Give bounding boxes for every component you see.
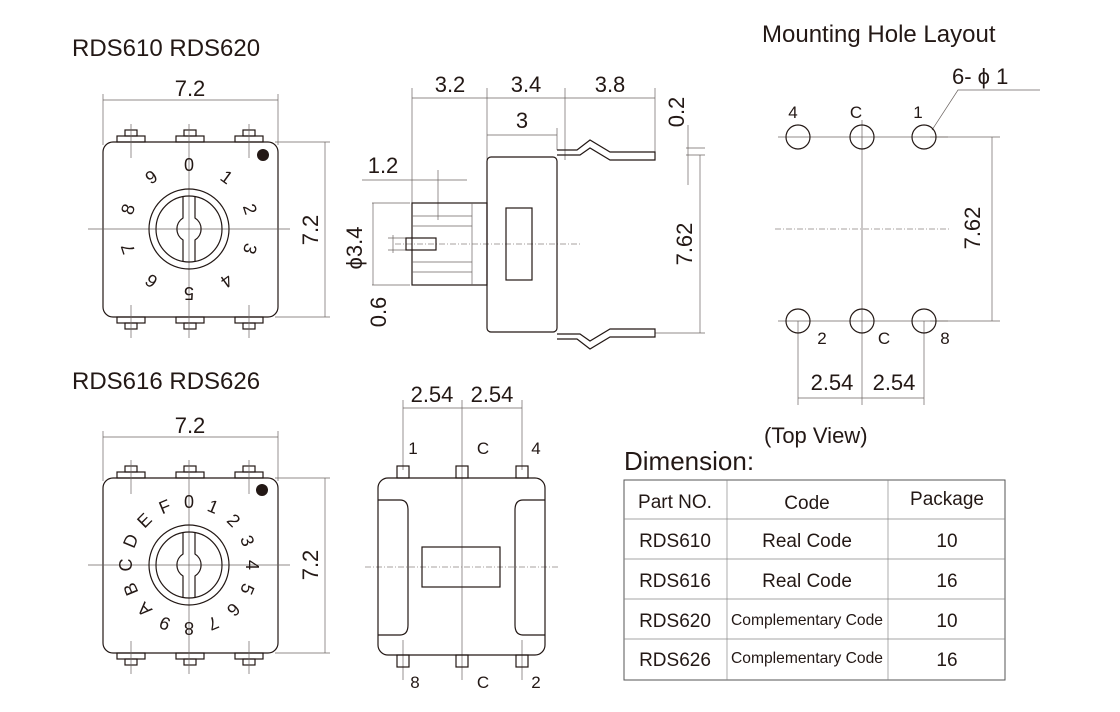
dial-digit: 0 [184,492,194,512]
dial-digit: 4 [217,270,237,292]
dim-phi-3-4: ϕ3.4 [342,227,367,270]
dial-digit: 7 [117,241,139,257]
pin-label-2: 2 [531,673,540,692]
dial-digit: 7 [205,612,222,634]
bottom-spacing-right: 2.54 [471,382,514,407]
dial-digit: 6 [141,270,161,292]
pin-label-4: 4 [531,439,540,458]
dim-0-6: 0.6 [366,297,391,328]
dial-digit: 9 [141,166,161,188]
cell-package: 16 [936,571,957,592]
hole-label-2: 2 [817,329,826,348]
dim-0-2: 0.2 [664,97,689,128]
bottom-spacing-left: 2.54 [411,382,454,407]
hex-dial-height: 7.2 [298,550,323,581]
table-title: Dimension: [624,446,754,476]
table-row: RDS610 Real Code 10 [639,531,957,552]
dial-digit: D [119,531,142,551]
pin-label-1: 1 [408,439,417,458]
top-dial-height: 7.2 [298,215,323,246]
dial-digit: 2 [239,201,261,217]
dial-digit: 2 [223,510,244,531]
cell-part: RDS620 [639,611,711,632]
dial-digit: 3 [236,532,258,549]
dial-digit: 0 [184,155,194,175]
hole-diameter-label: 6- ϕ 1 [952,64,1008,89]
dial-digit: B [119,580,142,599]
dim-3-4: 3.4 [511,72,542,97]
cell-part: RDS616 [639,571,711,592]
dimension-table: Dimension: Part NO. Code Package RDS610 … [623,446,1006,681]
dial-digit: 1 [205,496,222,518]
cell-code: Complementary Code [731,612,883,629]
dial-digit: 3 [239,241,261,257]
hole-label-1: 1 [913,103,922,122]
top-dial-title: RDS610 RDS620 [72,35,260,62]
cell-part: RDS610 [639,531,711,552]
pin1-marker [257,149,269,161]
header-package: Package [910,489,984,510]
mounting-holes [785,124,937,334]
cell-package: 10 [936,611,957,632]
cell-code: Complementary Code [731,650,883,667]
hole-label-c-top: C [850,103,862,122]
pin-label-c-top: C [477,439,489,458]
top-dial-width: 7.2 [175,76,206,101]
dial-digit: 8 [184,618,194,638]
spacing-2-54-right: 2.54 [873,370,916,395]
dial-digit: 6 [223,599,244,620]
dial-digit: 5 [184,283,194,303]
dim-3: 3 [516,108,528,133]
dim-1-2: 1.2 [368,153,399,178]
hole-label-c-bottom: C [878,329,890,348]
cell-code: Real Code [762,571,852,592]
table-row: RDS626 Complementary Code 16 [639,650,957,671]
cell-package: 16 [936,650,957,671]
mounting-title: Mounting Hole Layout [762,21,996,48]
dial-digit: A [133,598,156,621]
dim-3-8: 3.8 [595,72,626,97]
hole-label-8: 8 [940,329,949,348]
header-code: Code [784,493,829,514]
dim-3-2: 3.2 [435,72,466,97]
spacing-2-54-left: 2.54 [811,370,854,395]
side-view: 3.2 3.4 3.8 3 1.2 ϕ3.4 0.6 0.2 7.62 [342,72,705,350]
hole-label-4: 4 [788,103,797,122]
top-dial-view: RDS610 RDS620 7.2 7.2 0 12 34 5 67 89 [72,35,330,338]
cell-package: 10 [936,531,957,552]
dim-7-62: 7.62 [672,223,697,266]
table-row: RDS620 Complementary Code 10 [639,611,957,632]
header-part-no: Part NO. [638,492,712,513]
dial-digit: E [133,509,156,532]
dial-digit: 8 [117,201,139,217]
dial-digit: F [156,495,174,518]
top-view-label: (Top View) [764,423,868,448]
pitch-7-62: 7.62 [960,207,985,250]
dial-digit: 1 [217,166,237,188]
bottom-view: 2.54 2.54 1 C 4 8 C 2 [365,382,560,692]
pin-label-8: 8 [410,673,419,692]
dial-digit: C [116,559,136,572]
dial-digit: 4 [242,560,262,570]
rotor [148,188,230,270]
hex-dial-title: RDS616 RDS626 [72,368,260,395]
cell-part: RDS626 [639,650,711,671]
dial-digit: 5 [236,581,258,598]
mounting-hole-layout: Mounting Hole Layout 6- ϕ 1 4 C 1 2 C 8 … [762,21,1040,448]
dial-digit: 9 [156,612,173,634]
hex-dial-width: 7.2 [175,413,206,438]
pin-label-c-bottom: C [477,673,489,692]
table-row: RDS616 Real Code 16 [639,571,957,592]
cell-code: Real Code [762,531,852,552]
